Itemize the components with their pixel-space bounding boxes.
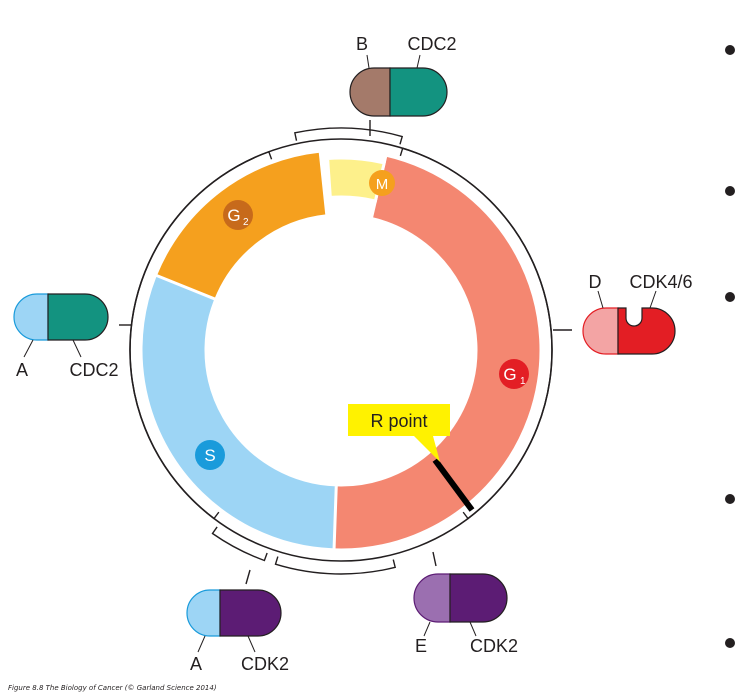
phase-label-g2-sub: 2 [243,217,249,228]
cdc2-shape-top [389,67,448,117]
phase-label-g1: G [503,365,516,384]
cyclin-d-label: D [589,272,602,292]
phase-label-g1-sub: 1 [520,376,526,387]
cyclin-e-shape [413,573,451,623]
slide-bullet [725,494,735,504]
complex-e-cdk2: E CDK2 [413,573,518,656]
cyclin-b-shape [349,67,391,117]
r-point-callout: R point [348,404,450,462]
cyclin-b-label: B [356,34,368,54]
slide-bullet [725,292,735,302]
phase-badge-s: S [195,440,225,470]
slide-bullet [725,45,735,55]
phase-label-m: M [376,176,389,193]
complex-a-cdk2: A CDK2 [186,589,289,674]
cyclin-e-label: E [415,636,427,656]
activity-brackets [129,127,553,575]
complex-a-cdc2: A CDC2 [13,293,119,380]
cdc2-label-left: CDC2 [69,360,118,380]
figure-caption: Figure 8.8 The Biology of Cancer (© Garl… [8,684,217,692]
bracket-m-b [294,127,404,145]
phase-badge-g1: G 1 [499,359,529,389]
cyclin-d-shape [582,307,619,355]
phase-badge-g2: G 2 [223,200,253,230]
bracket-late-g1-e [274,556,397,575]
cdk2-label-bottom-left: CDK2 [241,654,289,674]
cdk2-shape-bottom-right [449,573,508,623]
phase-label-g2: G [227,206,240,225]
cdc2-shape-left [47,293,109,341]
connector-e-cdk2 [432,551,437,567]
bracket-g2-a [129,150,273,520]
bracket-g1-d [399,147,553,520]
connector-a-cdk2 [245,569,251,585]
phase-segment-s [139,254,338,552]
cdk2-shape-bottom-left [219,589,282,637]
cyclin-a-label-bottom: A [190,654,202,674]
bracket-s-a [211,526,268,562]
phase-segment-m [326,156,386,203]
cdk46-label: CDK4/6 [629,272,692,292]
cdc2-label-top: CDC2 [407,34,456,54]
cdk2-label-bottom-right: CDK2 [470,636,518,656]
cyclin-a-label-left: A [16,360,28,380]
phase-label-s: S [204,446,215,465]
slide-bullet [725,638,735,648]
complex-d-cdk46: D CDK4/6 [582,272,693,355]
cyclin-a-shape-left [13,293,49,341]
r-point-marker [432,458,475,512]
r-point-label: R point [370,411,427,431]
cyclin-a-shape-bottom [186,589,221,637]
slide-bullet [725,186,735,196]
ring-connectors [119,120,572,585]
phase-badge-m: M [369,170,395,196]
complex-b-cdc2: B CDC2 [349,34,457,117]
cdk46-shape [617,307,676,355]
